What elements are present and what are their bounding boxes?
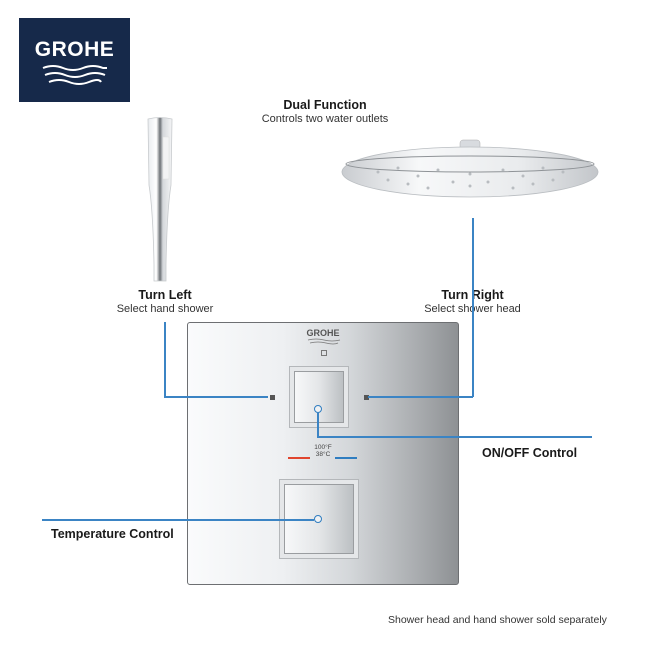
hand-shower-image: [147, 117, 173, 282]
plate-waves-icon: [307, 338, 341, 345]
right-position-mark: [364, 395, 369, 400]
temp-scale: 100°F 38°C: [188, 444, 458, 458]
hot-indicator: [288, 457, 310, 459]
temp-celsius: 38°C: [315, 450, 331, 458]
temperature-control-label: Temperature Control: [51, 527, 174, 541]
on-off-callout-dot: [314, 405, 322, 413]
dual-function-subtitle: Controls two water outlets: [261, 113, 389, 125]
water-waves-icon: [42, 65, 107, 85]
shower-head-image: [341, 139, 599, 198]
footer-note: Shower head and hand shower sold separat…: [388, 614, 607, 626]
turn-left-subtitle: Select hand shower: [116, 303, 214, 315]
grohe-logo: GROHE: [19, 18, 130, 102]
cold-indicator: [335, 457, 357, 459]
temperature-callout-dot: [314, 515, 322, 523]
on-off-diverter-knob[interactable]: [289, 366, 349, 428]
dual-function-title: Dual Function: [283, 98, 367, 112]
indicator-square: [321, 350, 327, 356]
turn-right-leader-horizontal: [368, 396, 473, 398]
on-off-control-label: ON/OFF Control: [482, 446, 578, 460]
temperature-leader-horizontal: [42, 519, 314, 521]
turn-left-title: Turn Left: [138, 288, 192, 302]
left-position-mark: [270, 395, 275, 400]
logo-text: GROHE: [34, 38, 115, 61]
temp-fahrenheit: 100°F: [314, 444, 332, 451]
on-off-leader-horizontal: [317, 436, 592, 438]
on-off-leader-vertical: [317, 413, 319, 437]
turn-left-leader-horizontal: [164, 396, 268, 398]
turn-left-leader-vertical: [164, 322, 166, 397]
turn-right-leader-vertical: [472, 218, 474, 397]
plate-logo-text: GROHE: [306, 328, 340, 338]
